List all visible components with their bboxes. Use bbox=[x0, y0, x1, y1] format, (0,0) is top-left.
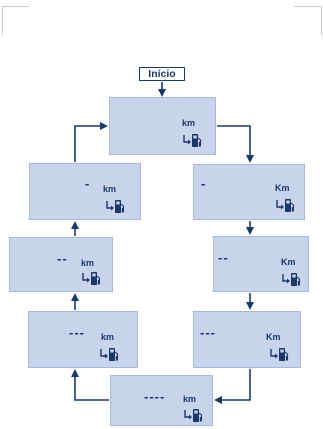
fuel-pump-icon bbox=[100, 348, 119, 361]
start-label: Início bbox=[139, 67, 185, 81]
display-step-6: --- km bbox=[28, 311, 138, 368]
unit-label: km bbox=[101, 332, 115, 342]
display-step-4: --- Km bbox=[193, 311, 301, 368]
display-step-1: km bbox=[109, 97, 216, 155]
dash-indicator: -- bbox=[57, 251, 68, 266]
dash-indicator: - bbox=[85, 176, 91, 191]
fuel-pump-icon bbox=[270, 348, 289, 361]
unit-label: km bbox=[81, 258, 95, 268]
arrow-step1-to-step2 bbox=[217, 125, 254, 163]
dash-indicator: -- bbox=[218, 250, 229, 265]
return-arrow-icon bbox=[270, 349, 278, 359]
return-arrow-icon bbox=[282, 274, 290, 284]
unit-label: Km bbox=[275, 183, 290, 193]
display-step-3: -- Km bbox=[213, 236, 309, 292]
return-arrow-icon bbox=[82, 273, 90, 283]
unit-label: Km bbox=[266, 332, 281, 342]
arrow-step8-to-step1 bbox=[74, 122, 108, 162]
arrow-step4-to-step5 bbox=[214, 369, 251, 404]
return-arrow-icon bbox=[106, 201, 114, 211]
fuel-pump-icon bbox=[282, 273, 301, 286]
return-arrow-icon bbox=[184, 410, 192, 420]
fuel-pump-icon bbox=[82, 272, 101, 285]
unit-label: km bbox=[103, 184, 117, 194]
corner-frame-top-left bbox=[2, 6, 29, 35]
display-step-8: - km bbox=[29, 163, 141, 220]
display-step-5: ---- km bbox=[110, 375, 213, 426]
unit-label: km bbox=[182, 118, 196, 128]
display-step-7: -- km bbox=[9, 237, 113, 292]
dash-indicator: ---- bbox=[144, 389, 166, 404]
dash-indicator: --- bbox=[200, 325, 216, 340]
return-arrow-icon bbox=[183, 135, 191, 145]
fuel-pump-icon bbox=[276, 199, 295, 212]
corner-frame-top-right bbox=[294, 6, 322, 35]
unit-label: km bbox=[183, 394, 197, 404]
return-arrow-icon bbox=[276, 200, 284, 210]
display-step-2: - Km bbox=[193, 164, 305, 220]
dash-indicator: --- bbox=[69, 325, 85, 340]
fuel-pump-icon bbox=[183, 134, 202, 147]
return-arrow-icon bbox=[100, 349, 108, 359]
fuel-pump-icon bbox=[106, 200, 125, 213]
unit-label: Km bbox=[281, 257, 296, 267]
fuel-pump-icon bbox=[184, 409, 203, 422]
arrow-step5-to-step6 bbox=[71, 369, 109, 401]
dash-indicator: - bbox=[201, 176, 207, 191]
